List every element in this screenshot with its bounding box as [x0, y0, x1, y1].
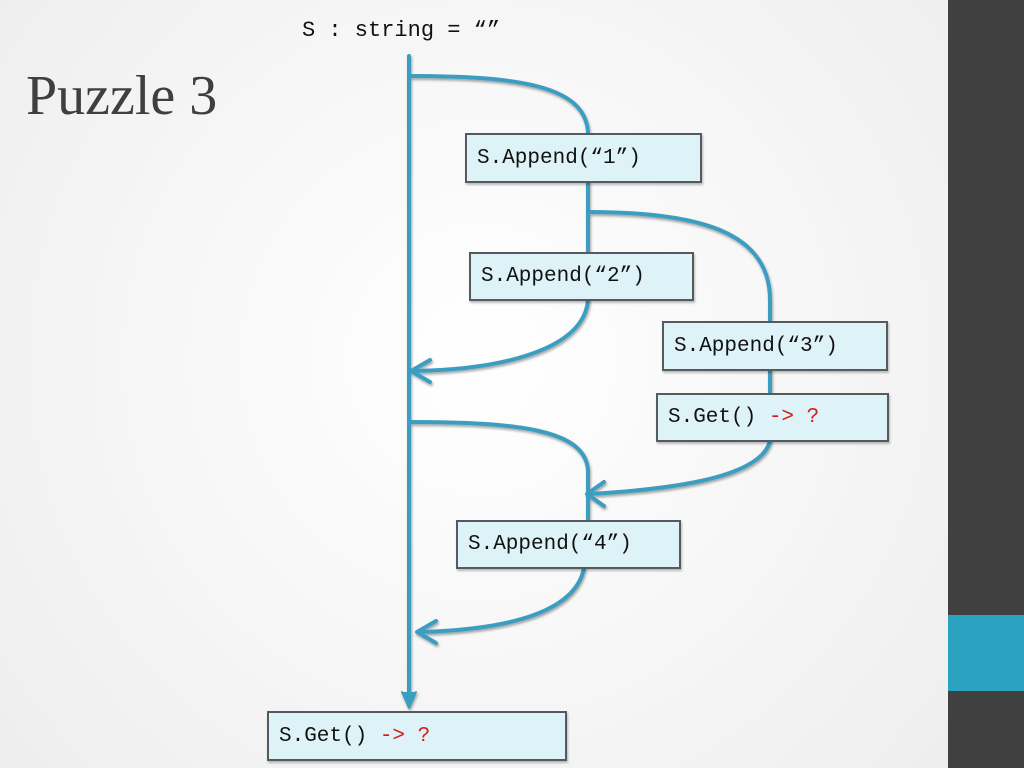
join-3-arrowhead: [415, 619, 438, 645]
append-2-box: S.Append(“2”): [469, 252, 694, 301]
append-3-text: S.Append(“3”): [674, 334, 838, 358]
append-1-box: S.Append(“1”): [465, 133, 702, 183]
sidebar-accent-block: [948, 615, 1024, 691]
get-final-call: S.Get(): [279, 724, 380, 748]
fork-3-branch: [407, 420, 590, 522]
append-4-box: S.Append(“4”): [456, 520, 681, 569]
join-1-arrowhead: [409, 358, 432, 384]
join-2-branch: [586, 439, 772, 496]
append-3-box: S.Append(“3”): [662, 321, 888, 371]
append-2-text: S.Append(“2”): [481, 265, 645, 288]
join-1-branch: [410, 298, 590, 373]
string-declaration: S : string = “”: [302, 18, 501, 43]
slide-title: Puzzle 3: [26, 65, 218, 127]
get-inner-result: -> ?: [768, 406, 820, 429]
fork-1-branch: [407, 74, 590, 134]
main-timeline-arrowhead: [401, 691, 417, 709]
get-final-result: -> ?: [379, 724, 431, 748]
get-final-box: S.Get() -> ?: [267, 711, 567, 761]
join-3-branch: [416, 566, 586, 634]
append-4-text: S.Append(“4”): [468, 533, 632, 556]
get-inner-call: S.Get(): [668, 406, 769, 429]
append-1-text: S.Append(“1”): [477, 146, 641, 170]
get-inner-box: S.Get() -> ?: [656, 393, 889, 442]
fork-2-branch: [586, 210, 772, 324]
